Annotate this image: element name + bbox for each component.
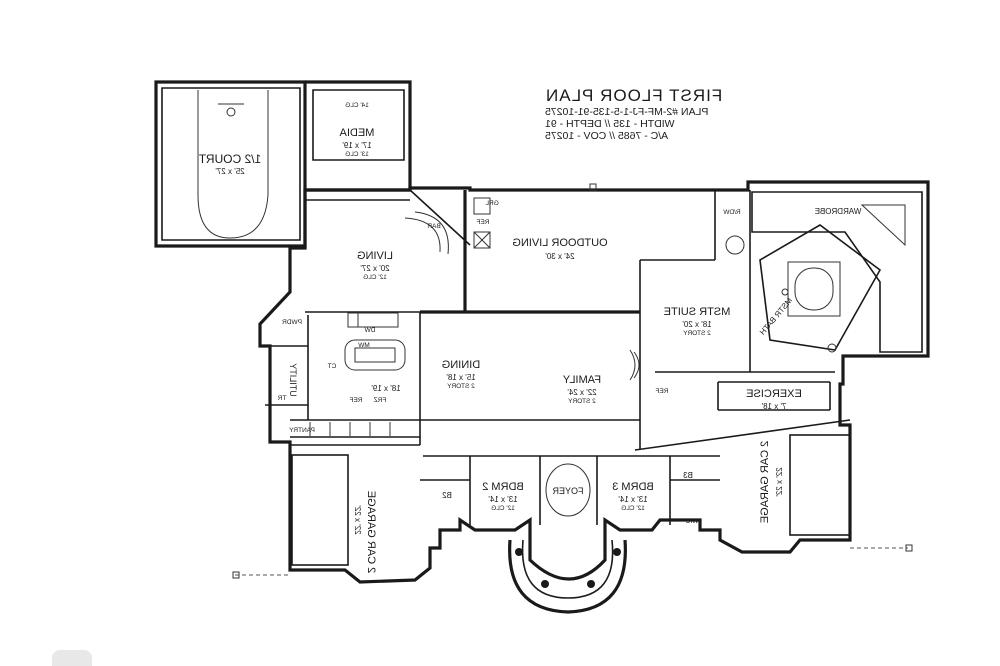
kitchen-dims: 18' x 19': [371, 384, 401, 393]
bdrm3-ceiling: 12' CLG: [621, 505, 645, 512]
mstr-suite-label: MSTR SUITE: [664, 306, 731, 318]
media-dims: 17' x 19': [342, 141, 372, 150]
wic-label: WIC: [685, 518, 698, 525]
family-ceiling: 2 STORY: [568, 398, 596, 405]
exercise-label: EXERCISE: [746, 388, 802, 400]
dining-label: DINING: [442, 359, 481, 371]
stairs: [309, 422, 391, 436]
master-bath-fixtures: [751, 191, 923, 353]
pwdr-label: PWDR: [282, 319, 302, 326]
pantry-label: PANTRY: [288, 427, 314, 434]
wardrobe-label: WARDROBE: [815, 207, 862, 216]
kitchen-ct: CT: [328, 363, 337, 370]
kitchen-mw: MW: [357, 342, 369, 349]
media-ceiling-top: 14' CLG: [345, 102, 369, 109]
fireplace: [629, 349, 636, 381]
house-outline: [258, 180, 930, 584]
b2-label: B2: [442, 491, 452, 500]
dining-ceiling: 2 STORY: [447, 383, 475, 390]
living-dims: 20' x 27': [360, 264, 390, 273]
mstr-suite-ceiling: 2 STORY: [683, 330, 711, 337]
foyer-label: FOYER: [552, 486, 584, 496]
interior-walls: [265, 189, 851, 525]
grl-label: GRL: [485, 200, 499, 207]
foyer-entry: [508, 463, 627, 614]
utility-label: UTILITY: [288, 363, 298, 397]
outdoor-living-dims: 24' x 30': [545, 252, 575, 261]
tr-label: TR: [277, 395, 286, 402]
bdrm3-label: BDRM 3: [612, 481, 654, 493]
watermark-tab: [52, 650, 92, 666]
media-ceiling: 13' CLG: [345, 151, 369, 158]
family-label: FAMILY: [562, 374, 601, 386]
garage-left-dims: 22' x 22': [353, 505, 362, 535]
bar-counter: [404, 217, 441, 253]
living-ceiling: 12' CLG: [363, 274, 387, 281]
right-garage-slab: [789, 434, 851, 536]
outdoor-living-label: OUTDOOR LIVING: [512, 237, 607, 249]
outdoor-living-details: [473, 183, 597, 249]
bdrm2-dims: 13' x 14': [488, 495, 518, 504]
garage-right-label: 2 CAR GARAGE: [759, 441, 771, 524]
ref-family-label: REF: [655, 388, 668, 395]
bdrm2-label: BDRM 2: [482, 481, 524, 493]
court-label: 1/2 COURT: [198, 152, 261, 166]
bdrm3-dims: 13' x 14': [618, 495, 648, 504]
kitchen-dw: DW: [364, 327, 376, 334]
exercise-dims: 7' x 18': [761, 402, 786, 411]
bar-label: BAR: [427, 223, 441, 230]
family-dims: 22' x 24': [567, 388, 597, 397]
left-garage-slab: [291, 454, 349, 566]
bdrm2-ceiling: 12' CLG: [491, 505, 515, 512]
garage-left-label: 2 CAR GARAGE: [365, 491, 377, 574]
b3-label: B3: [683, 471, 693, 480]
dining-dims: 15' x 18': [446, 373, 476, 382]
kitchen-frz: FRZ: [374, 397, 387, 404]
ref-small-label: REF: [476, 219, 489, 226]
living-label: LIVING: [357, 250, 393, 262]
media-label: MEDIA: [339, 127, 375, 139]
rdw-label: R/DW: [722, 209, 740, 216]
spiral-stair: [725, 235, 745, 255]
garage-right-dims: 22' x 22': [775, 467, 784, 497]
kitchen-ref: REF: [349, 397, 362, 404]
mstr-suite-dims: 18' x 20': [682, 320, 712, 329]
court-dims: 25' x 27': [215, 167, 245, 176]
kitchen-island: [344, 312, 406, 371]
